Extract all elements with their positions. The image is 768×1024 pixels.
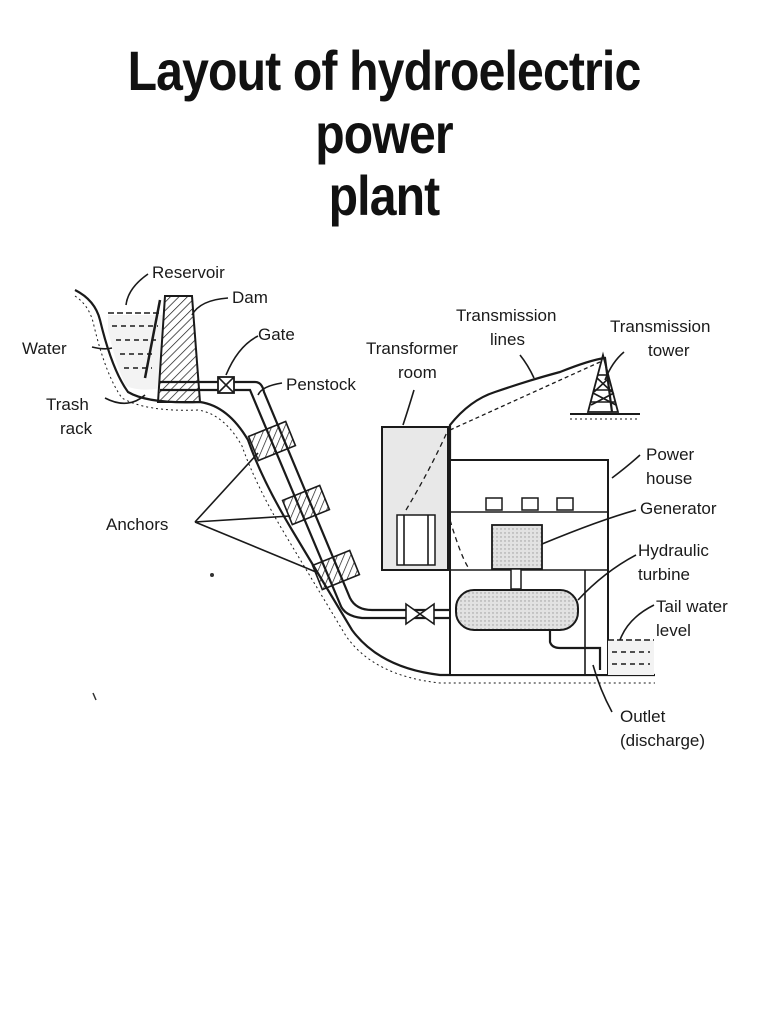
label-generator: Generator [640, 499, 717, 518]
page-title: Layout of hydroelectric power plant [54, 39, 714, 228]
reservoir-water [108, 312, 162, 390]
label-tail-water-level-1: Tail water [656, 597, 728, 616]
gate-valve [217, 376, 235, 394]
label-tail-water-level-2: level [656, 621, 691, 640]
label-transformer-room-1: Transformer [366, 339, 458, 358]
scan-speck [210, 573, 214, 577]
transmission-tower [570, 351, 640, 420]
label-transmission-lines-1: Transmission [456, 306, 556, 325]
trash-rack [143, 299, 162, 379]
label-water: Water [22, 339, 67, 358]
label-dam: Dam [232, 288, 268, 307]
labels: Reservoir Dam Water Gate Penstock Trash … [22, 263, 728, 750]
label-reservoir: Reservoir [152, 263, 225, 282]
label-transmission-tower-1: Transmission [610, 317, 710, 336]
label-power-house-2: house [646, 469, 692, 488]
scan-mark [92, 692, 97, 701]
transformer-room [381, 426, 471, 571]
label-transformer-room-2: room [398, 363, 437, 382]
draft-tube-outlet [548, 630, 602, 670]
label-hydraulic-turbine-2: turbine [638, 565, 690, 584]
hydraulic-turbine [455, 589, 579, 631]
label-outlet-1: Outlet [620, 707, 666, 726]
anchors-pointers [194, 452, 317, 573]
transmission-line [449, 361, 601, 431]
label-power-house-1: Power [646, 445, 695, 464]
label-anchors: Anchors [106, 515, 168, 534]
label-trash-rack-1: Trash [46, 395, 89, 414]
hill [448, 356, 614, 460]
anchor-blocks [247, 420, 361, 591]
label-trash-rack-2: rack [60, 419, 93, 438]
generator-shaft [510, 568, 522, 590]
generator [491, 524, 543, 570]
leader-lines [91, 273, 655, 713]
title-line-2: plant [328, 164, 441, 228]
label-outlet-2: (discharge) [620, 731, 705, 750]
title-line-1: Layout of hydroelectric power [127, 39, 642, 165]
label-transmission-tower-2: tower [648, 341, 690, 360]
dam [156, 295, 202, 403]
tail-water [608, 639, 654, 675]
label-transmission-lines-2: lines [490, 330, 525, 349]
turbine-inlet-valve [405, 602, 435, 626]
label-hydraulic-turbine-1: Hydraulic [638, 541, 709, 560]
label-gate: Gate [258, 325, 295, 344]
label-penstock: Penstock [286, 375, 356, 394]
